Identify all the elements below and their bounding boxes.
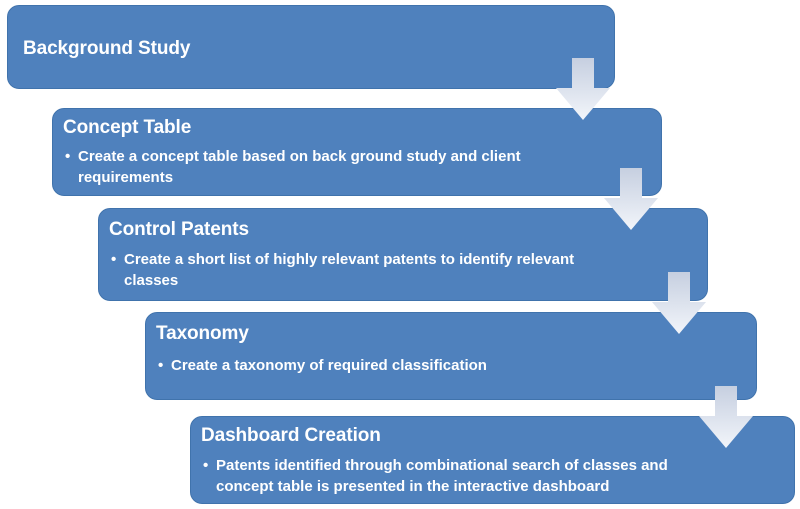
- step-title-taxonomy: Taxonomy: [156, 323, 249, 344]
- step-box-concept-table[interactable]: Concept Table • Create a concept table bas…: [52, 108, 662, 196]
- step-bullet-control-patents-0: • Create a short list of highly relevant …: [111, 249, 581, 291]
- arrow-shape: [604, 168, 658, 230]
- step-title-background-study: Background Study: [23, 38, 191, 59]
- bullet-text: Create a short list of highly relevant p…: [124, 251, 575, 289]
- step-box-taxonomy[interactable]: Taxonomy • Create a taxonomy of required c…: [145, 312, 757, 400]
- bullet-text: Create a taxonomy of required classifica…: [171, 357, 487, 374]
- step-bullet-dashboard-creation-0: • Patents identified through combinationa…: [203, 455, 703, 497]
- bullet-text: Patents identified through combinational…: [216, 457, 668, 495]
- down-arrow-icon: [556, 58, 610, 120]
- bullet-dot-icon: •: [65, 148, 71, 165]
- step-box-dashboard-creation[interactable]: Dashboard Creation • Patents identified th…: [190, 416, 795, 504]
- bullet-dot-icon: •: [203, 457, 209, 474]
- down-arrow-icon: [604, 168, 658, 230]
- down-arrow-icon: [652, 272, 706, 334]
- step-bullet-taxonomy-0: • Create a taxonomy of required classific…: [158, 355, 628, 376]
- bullet-dot-icon: •: [111, 251, 117, 268]
- step-box-background-study[interactable]: Background Study: [7, 5, 615, 89]
- arrow-shape: [556, 58, 610, 120]
- arrow-shape: [699, 386, 753, 448]
- step-title-control-patents: Control Patents: [109, 219, 249, 240]
- step-bullet-concept-table-0: • Create a concept table based on back gr…: [65, 146, 565, 188]
- bullet-text: Create a concept table based on back gro…: [78, 148, 521, 186]
- arrow-shape: [652, 272, 706, 334]
- step-title-dashboard-creation: Dashboard Creation: [201, 425, 381, 446]
- down-arrow-icon: [699, 386, 753, 448]
- step-title-concept-table: Concept Table: [63, 117, 192, 138]
- bullet-dot-icon: •: [158, 357, 164, 374]
- step-box-control-patents[interactable]: Control Patents • Create a short list of h…: [98, 208, 708, 301]
